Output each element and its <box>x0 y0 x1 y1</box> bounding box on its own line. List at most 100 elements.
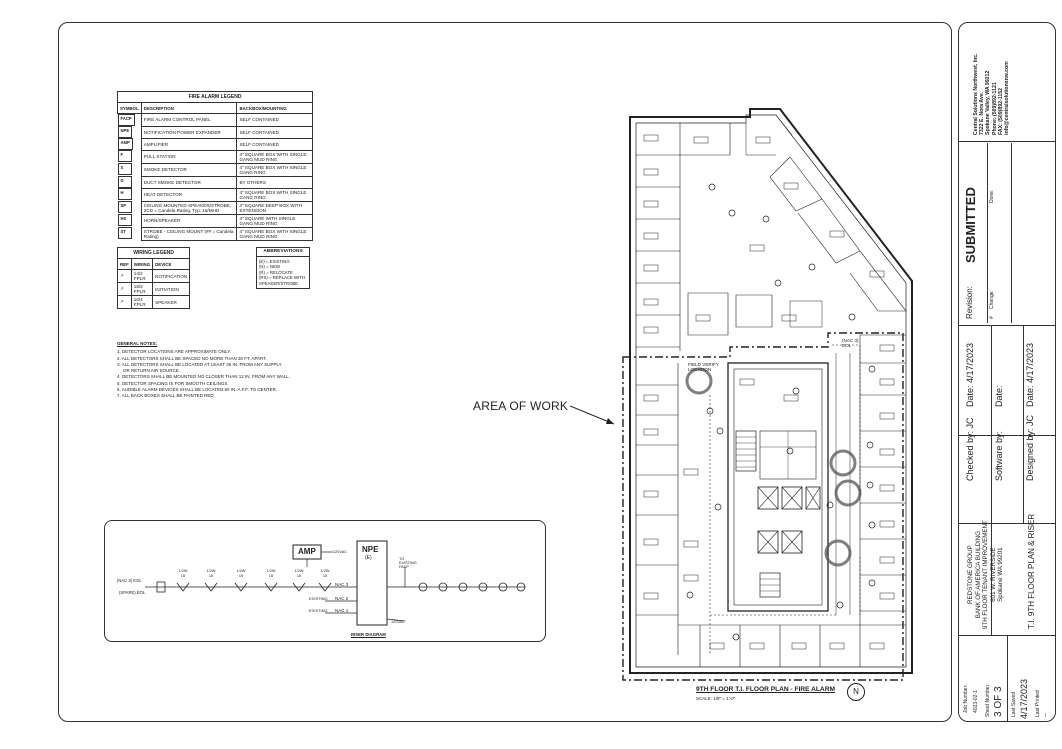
abbreviation-item: (E) = EXISTING <box>259 258 290 264</box>
area-of-work-arrow <box>570 405 615 425</box>
fire-alarm-legend: FIRE ALARM LEGEND SYMBOL DESCRIPTION BAC… <box>117 91 313 241</box>
area-of-work-label: AREA OF WORK <box>473 399 569 413</box>
notes-title: GENERAL NOTES: <box>117 341 158 346</box>
riser-wire: 120VAC <box>391 620 405 624</box>
note-item: 4. DETECTORS SHALL BE MOUNTED NO CLOSER … <box>117 374 290 380</box>
revision-change-header: Change: <box>989 290 995 309</box>
wiring-device: SPEAKER <box>152 295 191 309</box>
legend-description: FIRE ALARM CONTROL PANEL <box>140 113 238 127</box>
project-info: REDSTONE GROUP BANK OF AMERICA BUILDING … <box>967 520 1005 629</box>
last-printed-label: Last Printed <box>1035 690 1041 717</box>
riser-wire: 120VAC <box>333 550 347 554</box>
legend-mounting: SELF CONTAINED <box>236 137 313 151</box>
legend-mounting: 4" SQUARE WITH SINGLE GANG MUD RING <box>236 213 313 228</box>
field-verify-note: FIELD VERIFY LOCATION <box>688 362 719 373</box>
legend-description: STROBE - CEILING MOUNT (## = Candela Rat… <box>140 226 238 241</box>
legend-header: DESCRIPTION <box>140 102 238 114</box>
legend-symbol: F <box>117 150 132 162</box>
revision-done-header: Done: <box>989 189 995 203</box>
company-info: Central Solutions Northwest, Inc. 7322 E… <box>973 53 1010 135</box>
riser-device-label: 1/2W 15 <box>206 569 216 578</box>
revision-number-header: # <box>989 316 995 319</box>
legend-symbol: SP <box>117 201 132 213</box>
riser-eol-bottom: (SPARE) EOL <box>119 590 146 595</box>
legend-title: FIRE ALARM LEGEND <box>117 91 313 103</box>
legend-header: BACKBOX/MOUNTING <box>236 102 313 114</box>
abbreviation-item: (N) = NEW <box>259 264 280 269</box>
designed-date: Date: 4/17/2023 <box>1025 342 1035 407</box>
legend-header: SYMBOL <box>117 102 142 114</box>
job-number: 4023-02-1 <box>973 690 979 713</box>
software-date: Date: <box>994 385 1004 407</box>
floor-plan <box>622 108 913 681</box>
abbreviations-box: ABBREVIATIONS (E) = EXISTING (N) = NEW (… <box>256 247 310 289</box>
legend-symbol: NPE <box>117 126 133 138</box>
legend-description: HEAT DETECTOR <box>140 187 238 202</box>
software-by: Software by: <box>994 430 1004 481</box>
legend-description: SMOKE DETECTOR <box>140 162 238 177</box>
wiring-device: INITIATION <box>152 282 191 296</box>
wiring-header: WIRING <box>130 258 154 270</box>
project-line: BANK OF AMERICA BUILDING <box>974 530 982 619</box>
checked-date: Date: 4/17/2023 <box>965 342 975 407</box>
riser-device-label: 1/2W 15 <box>236 569 246 578</box>
project-line: 9TH FLOOR TENANT IMPROVEMENT <box>982 520 990 629</box>
legend-symbol: S <box>117 163 132 175</box>
legend-description: NOTIFICATION POWER EXPANDER <box>140 125 238 139</box>
riser-nac3: NAC 3 <box>335 582 349 587</box>
abbreviation-item: (RS) = REPLACE WITH SPEAKER/STROBE <box>259 275 305 286</box>
riser-existing: EXISTING <box>309 608 328 613</box>
project-line: 601 W. RIVERSIDE <box>989 547 997 602</box>
riser-diagram-box: AMP NPE (E) NAC 3 NAC 2 NAC 1 EXISTING E… <box>104 520 546 642</box>
drawing-sheet-border <box>58 22 952 722</box>
legend-symbol: H <box>117 188 132 200</box>
legend-mounting: 4" SQUARE DEEP BOX WITH EXTENSION <box>236 200 313 215</box>
company-line: info@centralsolutionsnw.com <box>1004 61 1011 135</box>
title-block: Central Solutions Northwest, Inc. 7322 E… <box>958 22 1056 722</box>
last-printed-date: -- <box>1043 713 1049 717</box>
legend-mounting: SELF CONTAINED <box>236 113 313 127</box>
job-number-label: Job Number: <box>963 684 969 713</box>
riser-device-label: 1/2W 15 <box>294 569 304 578</box>
legend-description: AMPLIFIER <box>140 137 238 151</box>
north-arrow-icon: N <box>847 683 865 701</box>
riser-to-existing: TO EXISTING FACP <box>399 557 417 569</box>
note-item: 6. AUDIBLE ALARM DEVICES SHALL BE LOCATE… <box>117 387 278 393</box>
riser-existing: EXISTING <box>309 596 328 601</box>
wiring-title: WIRING LEGEND <box>116 247 191 259</box>
project-line: REDSTONE GROUP <box>967 545 974 604</box>
revision-label: Revision: <box>965 286 974 319</box>
riser-diagram-drawing <box>145 540 526 626</box>
legend-mounting: 4" SQUARE BOX WITH SINGLE GANG RING <box>236 187 313 202</box>
legend-description: DUCT SMOKE DETECTOR <box>140 175 238 189</box>
riser-nac2: NAC 2 <box>335 596 349 601</box>
abbreviation-item: (R) = RELOCATE <box>259 269 293 275</box>
note-item: 5. DETECTOR SPACING IS FOR SMOOTH CEILIN… <box>117 380 229 386</box>
last-saved-date: 4/17/2023 <box>1019 678 1029 719</box>
riser-npe-sub: (E) <box>365 555 372 561</box>
legend-mounting: SELF CONTAINED <box>236 125 313 139</box>
legend-mounting: 4" SQUARE BOX WITH SINGLE GANG MUD RING <box>236 226 313 241</box>
note-item: 3. ALL DETECTORS SHALL BE LOCATED AT LEA… <box>117 361 282 367</box>
wiring-device: NOTIFICATION <box>152 269 191 283</box>
submitted-stamp: SUBMITTED <box>963 187 978 263</box>
legend-mounting: 4" SQUARE BOX WITH SINGLE GANG MUD RING <box>236 149 313 164</box>
designed-by: Designed by: JC <box>1025 414 1035 481</box>
riser-caption: RISER DIAGRAM <box>351 632 386 637</box>
riser-npe-label: NPE <box>362 545 379 554</box>
wiring-header: DEVICE <box>152 258 191 270</box>
floor-plan-scale: SCALE: 1/8" = 1'-0" <box>696 696 736 701</box>
sheet-number-label: Sheet Number <box>985 684 991 717</box>
nac-eol-note: (NAC 3) EOL <box>842 338 859 349</box>
north-label: N <box>853 687 859 696</box>
legend-description: HORN/SPEAKER <box>140 213 238 228</box>
wiring-type: 16/4 FPLR <box>130 295 154 309</box>
